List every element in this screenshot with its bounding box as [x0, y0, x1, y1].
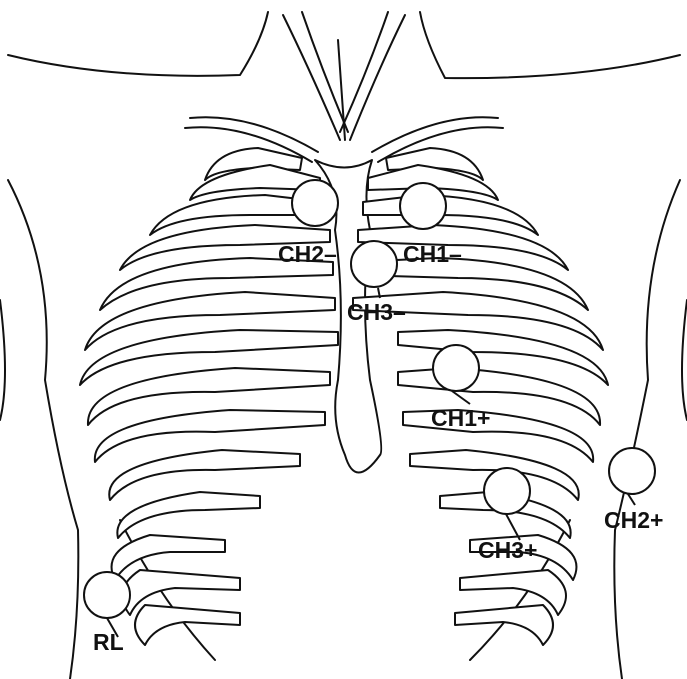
label-ch2-plus: CH2+	[604, 507, 663, 533]
label-ch2-minus: CH2–	[278, 241, 337, 267]
electrode-ch1-plus	[433, 345, 479, 391]
ribs-right	[353, 148, 608, 645]
label-rl: RL	[93, 629, 124, 655]
label-ch3-minus: CH3–	[347, 299, 406, 325]
electrode-ch3-minus	[351, 241, 397, 287]
electrode-ch3-plus	[484, 468, 530, 514]
electrode-ch2-minus	[292, 180, 338, 226]
electrode-ch2-plus	[609, 448, 655, 494]
label-ch1-minus: CH1–	[403, 241, 462, 267]
label-ch3-plus: CH3+	[478, 537, 537, 563]
ribs-left	[80, 148, 338, 645]
electrode-ch1-minus	[400, 183, 446, 229]
electrode-rl	[84, 572, 130, 618]
label-ch1-plus: CH1+	[431, 405, 490, 431]
